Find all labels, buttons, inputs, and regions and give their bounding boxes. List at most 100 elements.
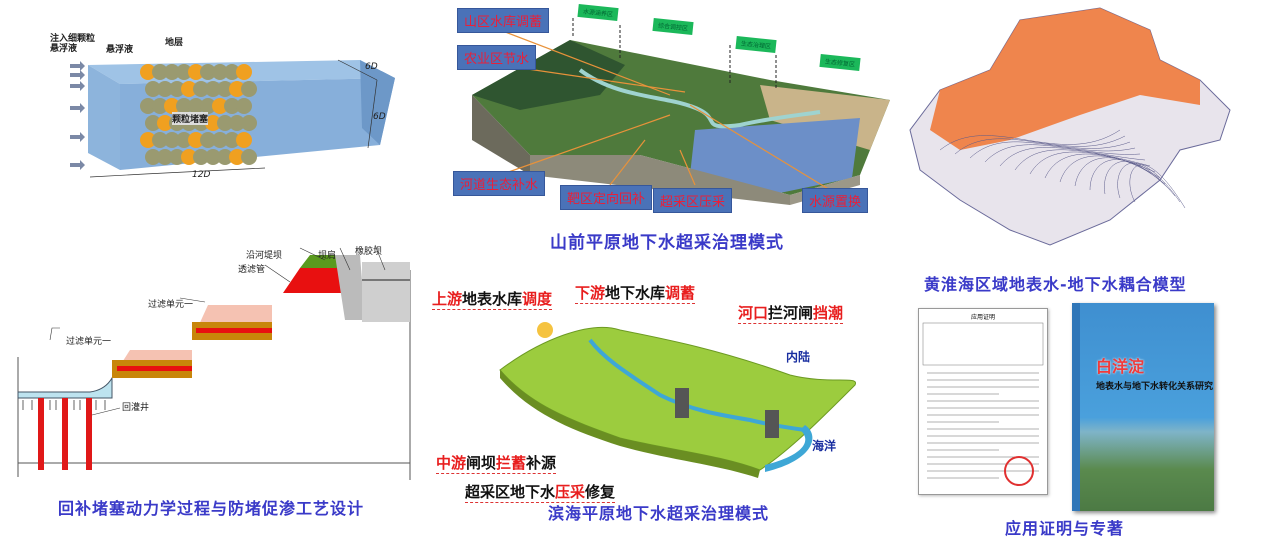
clogging-cross-section — [17, 244, 411, 480]
caption-coastal: 滨海平原地下水超采治理模式 — [548, 504, 770, 523]
particle-sphere — [164, 98, 180, 114]
label-recharge-well: 回灌井 — [122, 403, 150, 413]
label-inject-suspension: 注入细颗粒 悬浮液 — [50, 34, 96, 54]
particle-sphere — [205, 81, 221, 97]
streamline — [1104, 161, 1176, 197]
label-filter-unit-upper: 过滤单元一 — [148, 300, 194, 310]
streamline — [969, 141, 1131, 159]
particle-sphere — [188, 64, 204, 80]
label-estuary-gate: 河口拦河闸挡潮 — [738, 302, 844, 324]
dimension-length: 12D — [192, 170, 211, 180]
label-overexploit-repair: 超采区地下水压采修复 — [465, 481, 616, 503]
particle-sphere — [140, 98, 156, 114]
caption-publications: 应用证明与专著 — [1005, 519, 1125, 538]
particle-sphere — [145, 81, 161, 97]
label-particle-clog: 颗粒堵塞 — [172, 112, 209, 125]
particle-sphere — [140, 132, 156, 148]
particle-sphere — [229, 115, 245, 131]
label-ocean: 海洋 — [812, 439, 837, 453]
label-dam-shoulder: 坝肩 — [318, 251, 337, 261]
text-source-supply: 补源 — [526, 454, 557, 472]
streamline — [954, 135, 1126, 155]
particle-sphere — [193, 81, 209, 97]
particle-sphere — [164, 64, 180, 80]
particle-sphere — [205, 149, 221, 165]
particle-sphere — [193, 149, 209, 165]
particle-sphere — [241, 149, 257, 165]
particle-sphere — [200, 98, 216, 114]
particle-sphere — [157, 149, 173, 165]
panel-particle-model: 注入细颗粒 悬浮液 悬浮液 地层 颗粒堵塞 6D 6D 12D — [40, 20, 420, 200]
particle-sphere — [212, 132, 228, 148]
particle-sphere — [152, 98, 168, 114]
streamline — [984, 144, 1136, 163]
particle-sphere — [200, 132, 216, 148]
particle-sphere — [145, 115, 161, 131]
label-stratum: 地层 — [165, 38, 184, 48]
text-reduce-pumping: 压采 — [555, 483, 586, 501]
particle-sphere — [224, 132, 240, 148]
caption-coupling: 黄淮海区域地表水-地下水耦合模型 — [924, 275, 1187, 294]
particle-sphere — [181, 81, 197, 97]
text-surface-reservoir: 地表水库 — [462, 290, 523, 308]
dimension-height: 6D — [373, 112, 386, 122]
text-tide-block: 挡潮 — [813, 304, 844, 322]
label-suspension: 悬浮液 — [106, 45, 134, 55]
certificate-text-lines — [922, 322, 1044, 486]
label-upstream-reservoir: 上游地表水库调度 — [432, 288, 553, 310]
particle-sphere — [157, 81, 173, 97]
text-gate-dam: 闸坝 — [466, 454, 497, 472]
caption-piedmont: 山前平原地下水超采治理模式 — [550, 233, 784, 253]
box-overexploit-reduce: 超采区压采 — [653, 188, 733, 213]
book-subtitle: 地表水与地下水转化关系研究 — [1096, 382, 1214, 392]
label-inland: 内陆 — [786, 350, 811, 364]
text-barrage: 拦河闸 — [768, 304, 814, 322]
application-certificate: 应用证明 — [918, 308, 1048, 495]
label-filter-pipe: 透滤管 — [238, 265, 266, 275]
particle-sphere — [224, 98, 240, 114]
certificate-title: 应用证明 — [970, 314, 995, 321]
streamline — [1014, 149, 1146, 171]
particle-sphere — [217, 149, 233, 165]
particle-sphere — [152, 64, 168, 80]
particle-sphere — [164, 132, 180, 148]
particle-sphere — [169, 81, 185, 97]
particle-sphere — [188, 132, 204, 148]
particle-sphere — [181, 149, 197, 165]
particle-sphere — [236, 98, 252, 114]
particle-sphere — [217, 115, 233, 131]
particle-sphere — [176, 64, 192, 80]
panel-clogging-design: 沿河堤坝 透滤管 坝肩 橡胶坝 过滤单元一 过滤单元一 回灌井 回补堵塞动力学过… — [0, 240, 420, 540]
coupling-map-illustration — [909, 7, 1231, 246]
streamline — [939, 129, 1121, 151]
particle-sphere — [212, 64, 228, 80]
streamline — [999, 147, 1141, 167]
particle-sphere — [145, 149, 161, 165]
box-target-recharge: 靶区定向回补 — [560, 185, 653, 210]
box-reservoir-regulation: 山区水库调蓄 — [457, 8, 550, 33]
panel-coastal-plain: 上游地表水库调度 下游地下水库调蓄 河口拦河闸挡潮 中游闸坝拦蓄补源 超采区地下… — [420, 260, 890, 530]
particle-sphere — [188, 98, 204, 114]
book-cover: 白洋淀 地表水与地下水转化关系研究 — [1072, 303, 1214, 511]
label-filter-unit-lower: 过滤单元一 — [66, 337, 112, 347]
label-rubber-dam: 橡胶坝 — [355, 247, 383, 257]
text-underground-reservoir: 地下水库 — [605, 284, 666, 302]
panel-publications: 应用证明 白洋淀 地表水与地下水转化关系研究 应用证明与专著 — [900, 290, 1268, 540]
label-downstream-reservoir: 下游地下水库调蓄 — [575, 282, 696, 304]
particle-sphere — [229, 81, 245, 97]
text-downstream: 下游 — [575, 284, 606, 302]
particle-sphere — [212, 98, 228, 114]
particle-sphere — [236, 132, 252, 148]
particle-sphere — [176, 98, 192, 114]
book-spine — [1072, 303, 1080, 511]
box-river-ecological: 河道生态补水 — [453, 171, 546, 196]
streamline — [1117, 163, 1181, 203]
box-source-replace: 水源置换 — [802, 188, 869, 213]
text-repair: 修复 — [585, 483, 616, 501]
particle-sphere — [169, 149, 185, 165]
box-agri-water-saving: 农业区节水 — [457, 45, 537, 70]
particle-sphere — [224, 64, 240, 80]
particle-sphere — [140, 64, 156, 80]
text-upstream: 上游 — [432, 290, 463, 308]
dimension-width: 6D — [365, 62, 378, 72]
